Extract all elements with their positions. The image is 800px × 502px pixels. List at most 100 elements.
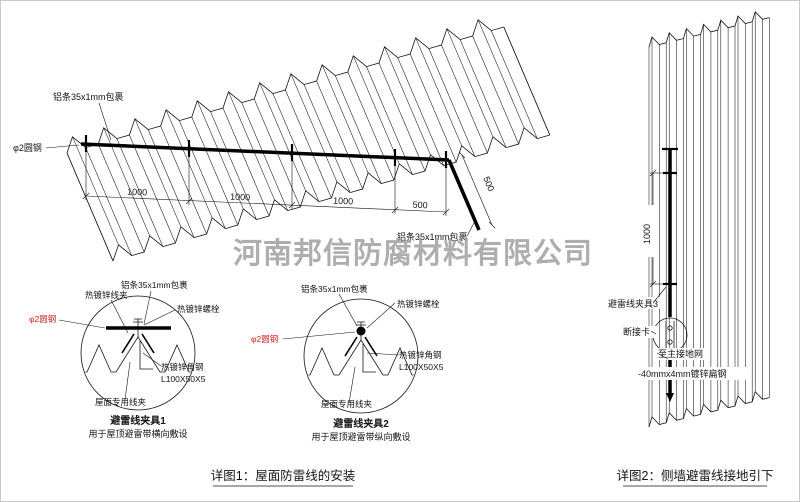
d2-subtitle: 用于屋顶避雷带纵向敷设 <box>311 431 410 442</box>
roof-rib-line <box>409 53 457 163</box>
angle-steel <box>139 341 153 370</box>
d2-label-angle-steel: 热镀锌角钢 <box>399 350 442 360</box>
d2-label-wire: φ2圆钢 <box>251 334 278 344</box>
clamp-plate-left <box>344 336 358 357</box>
clamp-plate-left <box>121 333 135 354</box>
roof-rib-line <box>191 116 239 226</box>
roof-rib-line <box>384 46 431 155</box>
detail-1-circle <box>80 295 196 411</box>
roof-rib-line <box>353 55 400 164</box>
to-ground-arrow <box>666 393 674 402</box>
d1-label-wire: φ2圆钢 <box>29 314 56 324</box>
roof-rib-line <box>378 62 426 172</box>
roof-rib-line <box>134 118 182 227</box>
wall-corrugated-sheet <box>648 11 770 428</box>
disconnect-bolt <box>667 325 673 331</box>
d2-label-roof-clamp: 屋面专用线夹 <box>321 399 373 409</box>
roof-ridge-edge <box>66 19 504 154</box>
disconnect-bolt <box>667 339 673 345</box>
roof-rib-line <box>347 71 395 181</box>
d1-label-angle-spec: L100X50X5 <box>161 374 206 384</box>
caption-detail-2: 详图2：侧墙避雷线接地引下 <box>617 468 774 483</box>
angle-steel <box>362 344 376 373</box>
label-aluminum-strip-top: 铝条35x1mm包裹 <box>53 91 124 102</box>
detail-2-circle <box>303 298 419 414</box>
roof-rib-line <box>316 80 363 190</box>
wall-dim-1000: 1000 <box>642 224 652 244</box>
d1-subtitle: 用于屋顶避雷带横向敷设 <box>88 428 187 439</box>
d2-title: 避雷线夹具2 <box>332 417 389 430</box>
detail-circle-1: 铝条35x1mm包裹 热镀锌线夹 热镀锌螺栓 φ2圆钢 热镀锌角钢 L100X5… <box>29 280 220 439</box>
roof-rib-line <box>459 39 507 148</box>
roof-rib-line <box>210 111 257 220</box>
roof-left-edge <box>66 152 114 262</box>
wall-label-masks <box>606 205 748 380</box>
wire-cross-section-longitudinal <box>356 326 366 336</box>
roof-rib-line <box>259 82 306 191</box>
label-wire-clamp-3: 避雷线夹具3 <box>608 298 658 309</box>
clamp-plate-right <box>364 336 378 357</box>
label-disconnect-card: 断接卡 <box>623 326 650 337</box>
dim-1000-3: 1000 <box>333 196 353 207</box>
roof-rib-line <box>97 143 145 253</box>
roof-leader-lines <box>45 102 475 237</box>
wall-down-conductor-group <box>652 147 688 402</box>
wall-leader-lines <box>650 286 669 360</box>
clamp-plate-right <box>141 333 155 354</box>
detail-circle-2: 铝条35x1mm包裹 热镀锌螺栓 φ2圆钢 热镀锌角钢 L100X50X5 屋面… <box>251 284 444 442</box>
roof-rib-line <box>72 136 119 245</box>
roof-rib-line <box>491 30 538 139</box>
roof-rib-line <box>116 138 164 247</box>
roof-rib-line <box>472 35 519 145</box>
d1-label-clamp: 热镀锌线夹 <box>85 290 128 300</box>
roof-rib-line <box>285 89 332 199</box>
roof-rib-line <box>477 19 525 128</box>
caption-detail-1: 详图1：屋面防雷线的安装 <box>211 468 355 483</box>
detail-1-section <box>82 318 194 373</box>
watermark-text: 河南邦信防腐材料有限公司 <box>233 237 593 270</box>
roof-lightning-wire <box>80 142 450 162</box>
d1-label-roof-clamp: 屋面专用线夹 <box>95 397 147 407</box>
roof-rib-line <box>441 44 488 154</box>
roof-rib-line <box>428 48 476 157</box>
disconnect-detail-circle <box>652 317 688 353</box>
roof-right-edge <box>503 26 551 136</box>
roof-rib-line <box>290 73 338 182</box>
wall-bottom-edge <box>648 391 770 428</box>
roof-rib-line <box>335 75 382 184</box>
roof-rib-line <box>303 84 351 193</box>
roof-rib-line <box>397 57 444 166</box>
d1-label-strip: 铝条35x1mm包裹 <box>121 280 188 290</box>
dim-1000-1: 1000 <box>127 187 147 198</box>
label-round-steel-wire: φ2圆钢 <box>13 142 42 153</box>
roof-rib-line <box>129 134 176 244</box>
d2-label-angle-spec: L100X50X5 <box>399 362 444 372</box>
roof-rib-line <box>179 120 226 229</box>
roof-rib-line <box>228 91 275 200</box>
d2-label-bolt: 热镀锌螺栓 <box>397 299 440 309</box>
detail-2-leaders <box>282 293 400 404</box>
roof-rib-line <box>241 102 288 211</box>
dim-500-right: 500 <box>481 175 496 193</box>
detail-1-leaders <box>58 290 176 401</box>
dim-1000-2: 1000 <box>230 192 250 203</box>
d2-label-strip: 铝条35x1mm包裹 <box>301 284 368 294</box>
roof-rib-line <box>222 107 270 217</box>
roof-rib-line <box>160 125 207 235</box>
roof-lightning-wire-group <box>80 135 481 231</box>
roof-rib-line <box>415 37 462 146</box>
roof-dimension-lines <box>82 150 496 229</box>
label-aluminum-strip-right: 铝条35x1mm包裹 <box>397 231 468 242</box>
wall-top-edge <box>648 11 770 48</box>
roof-rib-line <box>197 100 244 209</box>
roof-rib-line <box>446 28 494 137</box>
label-flat-steel: -40mmx4mm镀锌扁钢 <box>638 368 727 379</box>
roof-rib-line <box>272 93 320 202</box>
label-to-ground: 至主接地网 <box>658 348 703 359</box>
d1-label-bolt: 热镀锌螺栓 <box>177 304 220 314</box>
d1-label-angle-steel: 热镀锌角钢 <box>161 362 204 372</box>
roof-wire-downslope-bend <box>447 159 481 231</box>
dim-500: 500 <box>412 200 427 211</box>
